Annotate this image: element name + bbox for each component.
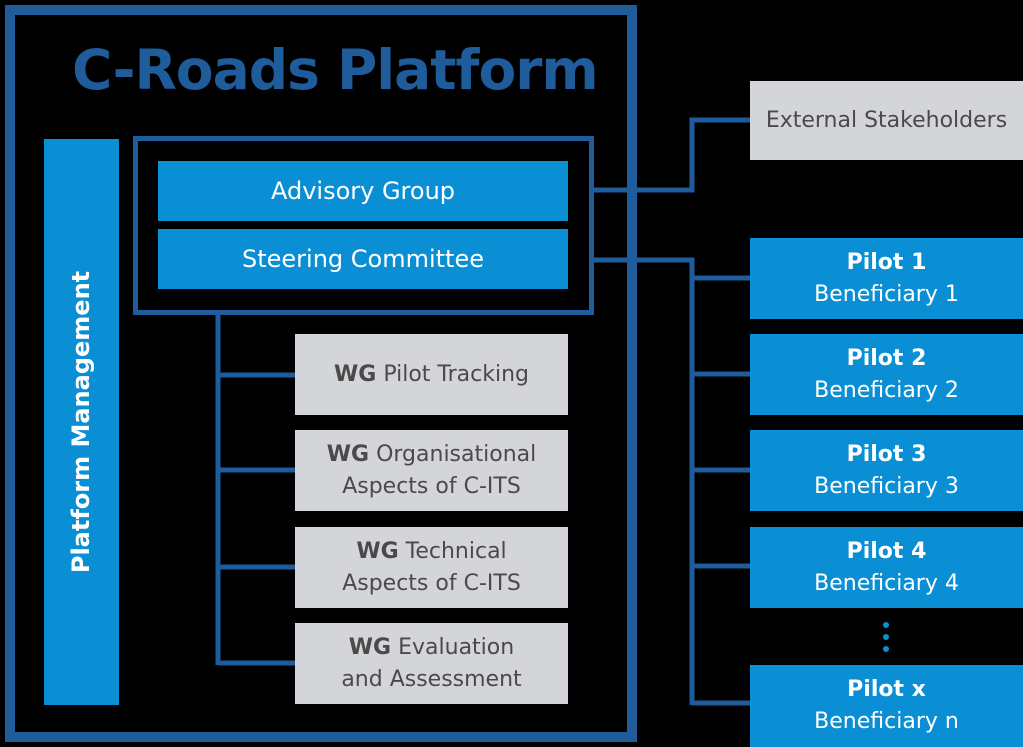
wg-prefix: WG [348, 634, 392, 660]
external-stakeholders-box: External Stakeholders [750, 81, 1023, 160]
wg-label: WG Technical [356, 536, 506, 568]
pilot-box: Pilot 1 Beneficiary 1 [750, 238, 1023, 319]
governance-frame [133, 136, 594, 315]
pilot-title: Pilot 2 [846, 345, 927, 371]
pilot-beneficiary: Beneficiary 1 [814, 281, 959, 307]
wg-line2: Aspects of C-ITS [342, 473, 521, 499]
connector-external [594, 117, 750, 193]
pilot-box: Pilot 2 Beneficiary 2 [750, 334, 1023, 415]
platform-management-bar [44, 139, 119, 705]
pilot-beneficiary: Beneficiary 2 [814, 377, 959, 403]
wg-organisational-box: WG Organisational Aspects of C-ITS [295, 430, 568, 511]
pilot-box: Pilot 3 Beneficiary 3 [750, 430, 1023, 511]
wg-prefix: WG [333, 361, 377, 387]
pilot-box: Pilot 4 Beneficiary 4 [750, 527, 1023, 608]
wg-line2: and Assessment [341, 666, 522, 692]
pilot-beneficiary: Beneficiary 4 [814, 570, 959, 596]
pilot-box: Pilot x Beneficiary n [750, 665, 1023, 747]
wg-label: WG Pilot Tracking [334, 359, 529, 391]
wg-line1: Pilot Tracking [383, 361, 529, 387]
diagram-title: C-Roads Platform [72, 38, 599, 102]
pilot-title: Pilot 3 [846, 441, 927, 467]
wg-pilot-tracking-box: WG Pilot Tracking [295, 334, 568, 415]
platform-management-label: Platform Management [67, 270, 95, 574]
wg-prefix: WG [326, 441, 370, 467]
wg-label: WG Evaluation [349, 632, 514, 664]
advisory-group-box: Advisory Group [158, 161, 568, 221]
ellipsis-dot [883, 622, 889, 628]
wg-line2: Aspects of C-ITS [342, 570, 521, 596]
pilot-title: Pilot x [847, 677, 926, 702]
pilot-title: Pilot 4 [846, 538, 927, 564]
platform-frame [5, 5, 637, 742]
pilot-beneficiary: Beneficiary 3 [814, 473, 959, 499]
wg-technical-box: WG Technical Aspects of C-ITS [295, 527, 568, 608]
pilot-beneficiary: Beneficiary n [814, 709, 959, 734]
wg-line1: Evaluation [398, 634, 515, 660]
connector-pilots-trunk [594, 257, 695, 705]
wg-prefix: WG [356, 538, 399, 564]
wg-line1: Organisational [376, 441, 537, 467]
wg-label: WG Organisational [327, 439, 536, 471]
steering-committee-box: Steering Committee [158, 229, 568, 289]
pilot-title: Pilot 1 [846, 249, 927, 275]
wg-line1: Technical [405, 538, 507, 564]
wg-evaluation-box: WG Evaluation and Assessment [295, 623, 568, 704]
ellipsis-dot [883, 646, 889, 652]
ellipsis-dot [883, 634, 889, 640]
